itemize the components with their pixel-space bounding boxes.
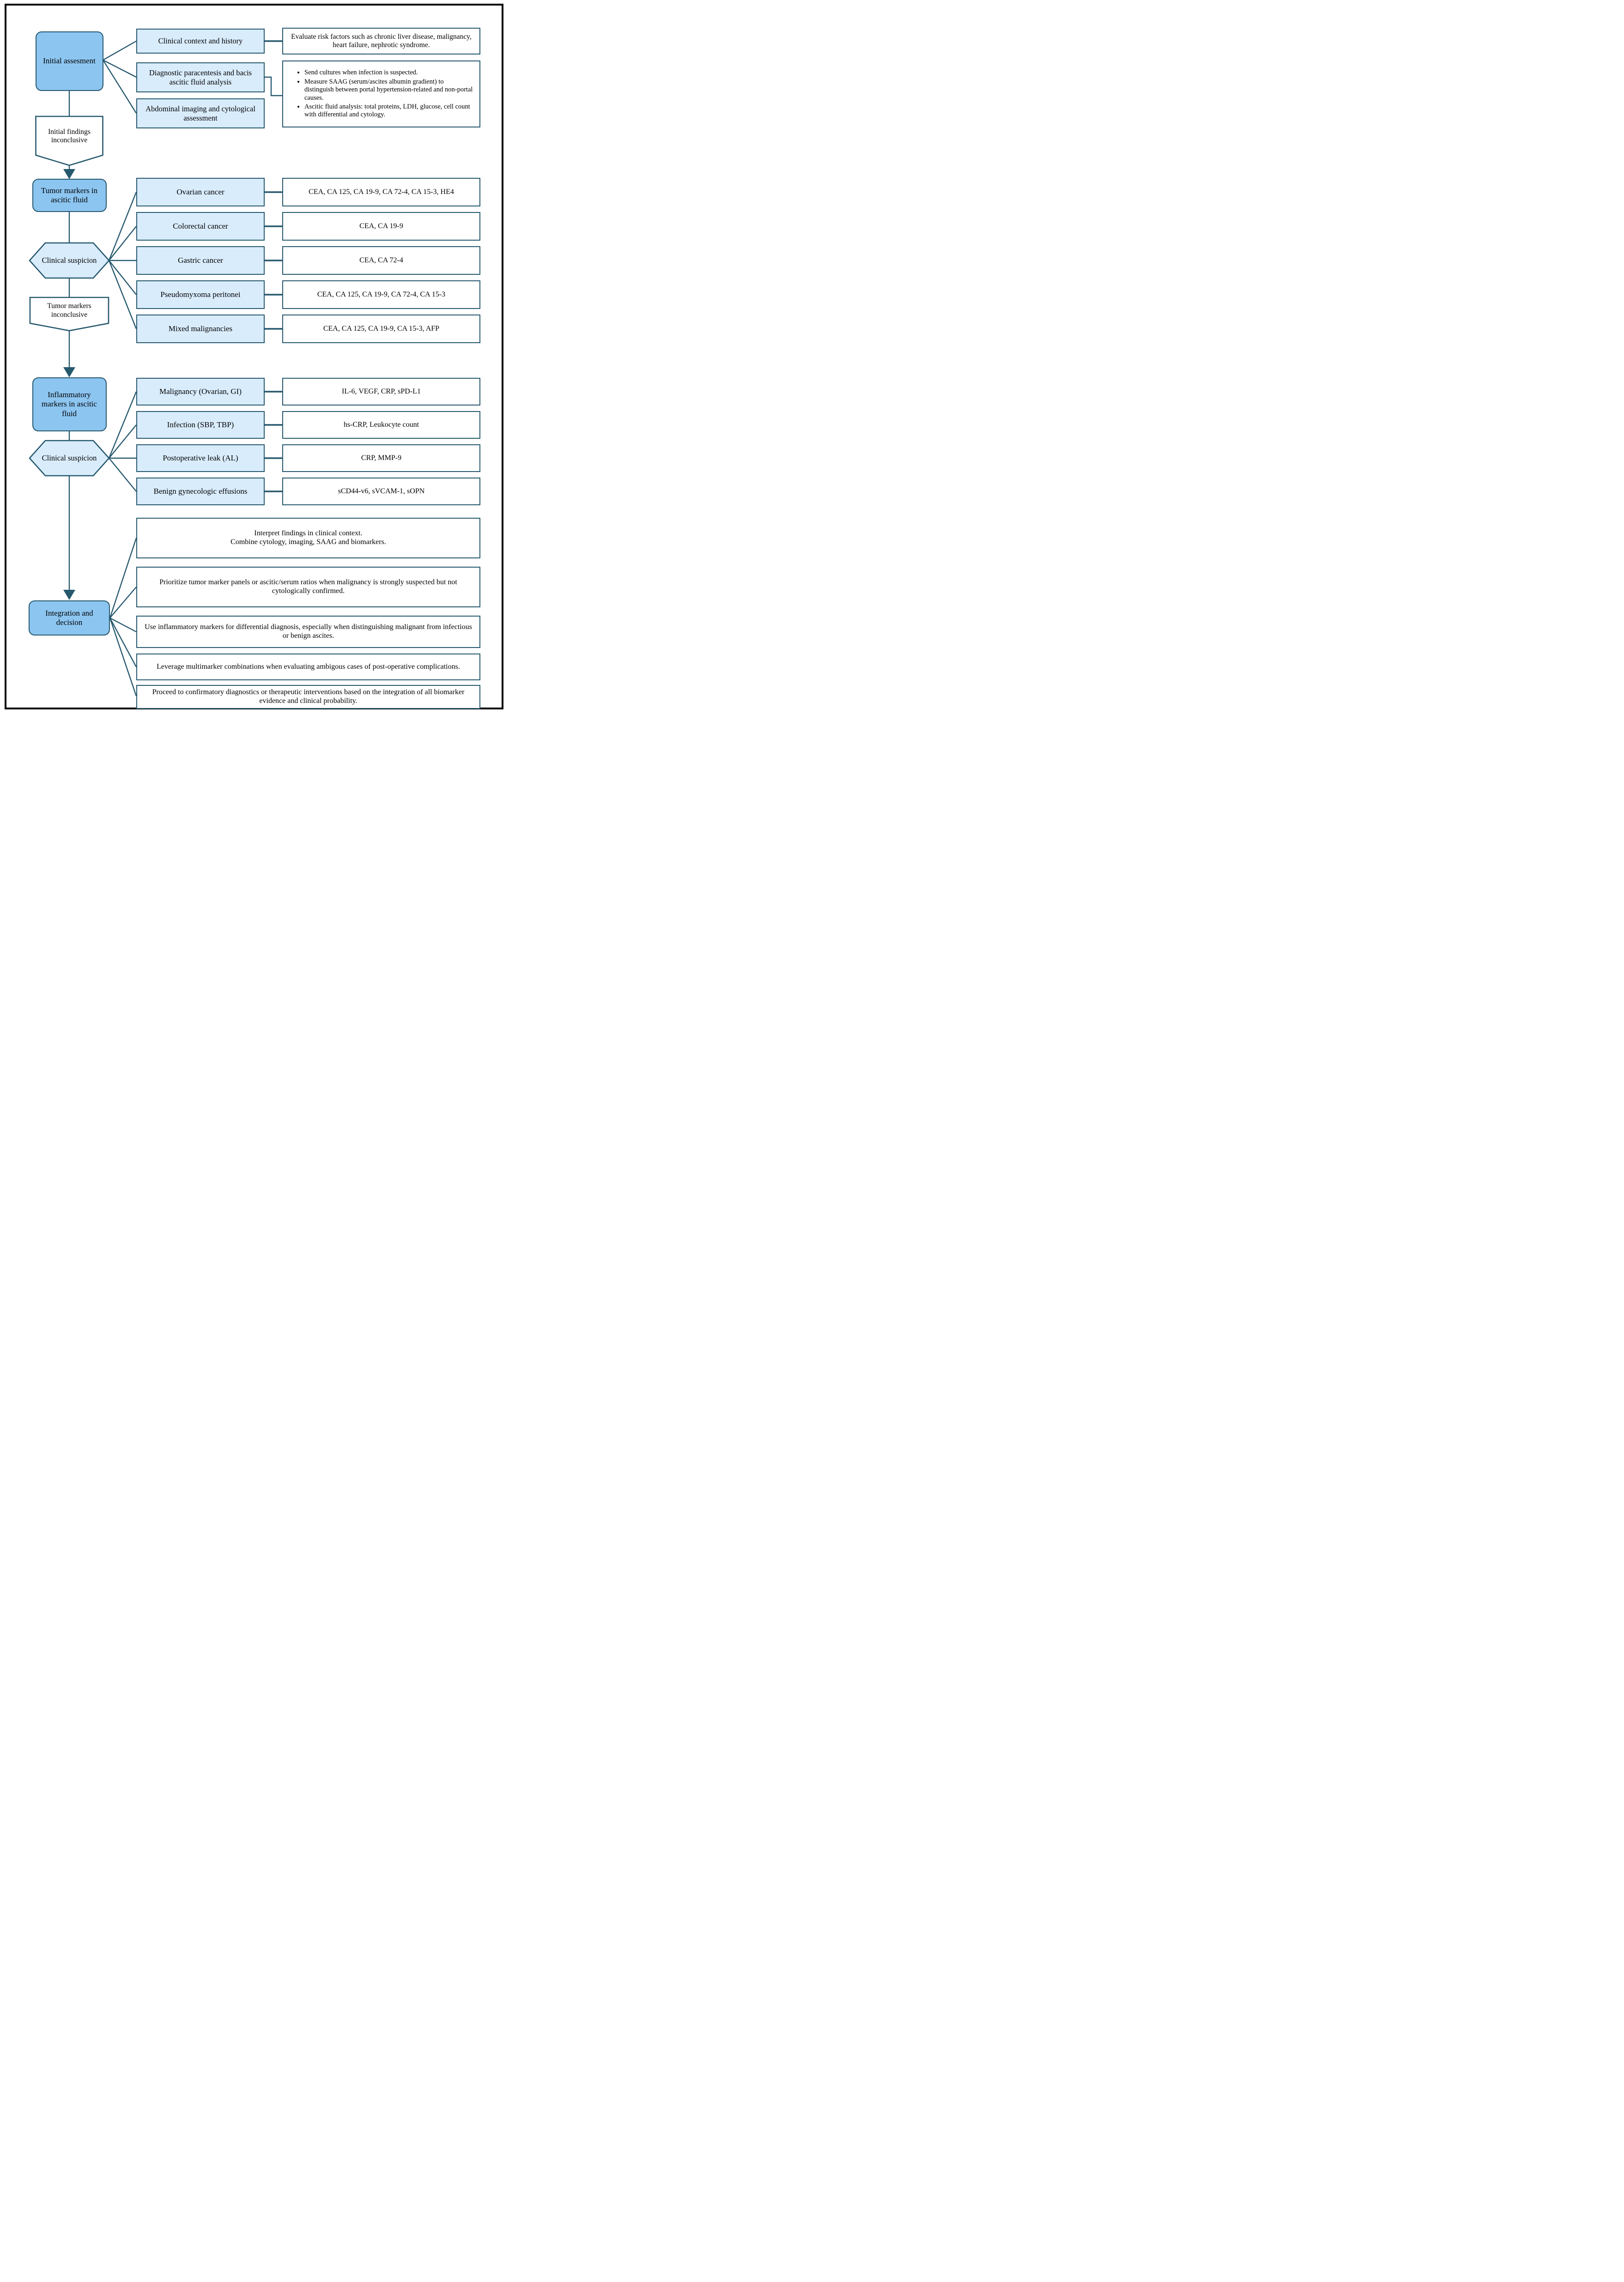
condition-label: Malignancy (Ovarian, GI) <box>159 387 242 396</box>
note-text: Evaluate risk factors such as chronic li… <box>291 33 472 49</box>
gateway-tumor-markers-inconclusive: Tumor markers inconclusive <box>30 298 109 323</box>
step-label: Clinical context and history <box>158 36 243 46</box>
condition-label: Mixed malignancies <box>168 324 233 333</box>
fan-initial-2 <box>103 59 137 78</box>
connector-layer <box>29 40 282 696</box>
arrow-down-icon <box>63 169 75 179</box>
condition-postoperative-leak: Postoperative leak (AL) <box>136 444 265 472</box>
markers-mixed-malignancies: CEA, CA 125, CA 19-9, CA 15-3, AFP <box>282 315 480 343</box>
arrow-down-icon <box>63 367 75 377</box>
fan-decision-3 <box>109 617 137 633</box>
markers-benign-gynecologic: sCD44-v6, sVCAM-1, sOPN <box>282 478 480 505</box>
gateway-label: Initial findings inconclusive <box>48 127 91 144</box>
fan-inflam-1 <box>108 391 137 459</box>
condition-malignancy: Malignancy (Ovarian, GI) <box>136 378 265 406</box>
pentagon-initial-findings <box>35 115 103 166</box>
step-label: Diagnostic paracentesis and bacis asciti… <box>149 68 252 86</box>
gateway-initial-findings-inconclusive: Initial findings inconclusive <box>36 117 103 155</box>
fan-initial-3 <box>102 60 137 114</box>
stage-label: Inflammatory markers in ascitic fluid <box>42 390 97 418</box>
marker-list: CRP, MMP-9 <box>361 454 402 462</box>
bullet-item: Measure SAAG (serum/ascites albumin grad… <box>304 78 473 102</box>
stage-inflammatory-markers: Inflammatory markers in ascitic fluid <box>32 377 107 431</box>
note-risk-factors: Evaluate risk factors such as chronic li… <box>282 28 480 54</box>
markers-ovarian-cancer: CEA, CA 125, CA 19-9, CA 72-4, CA 15-3, … <box>282 178 480 206</box>
note-fluid-analysis: Send cultures when infection is suspecte… <box>282 61 480 127</box>
bullet-list: Send cultures when infection is suspecte… <box>288 68 475 120</box>
condition-infection: Infection (SBP, TBP) <box>136 411 265 439</box>
decision-note-multimarker: Leverage multimarker combinations when e… <box>136 654 480 680</box>
gateway-clinical-suspicion-tumor: Clinical suspicion <box>30 243 109 278</box>
elbow-paracentesis-to-bullets <box>265 76 282 97</box>
fan-decision-1 <box>109 538 137 618</box>
condition-pseudomyxoma: Pseudomyxoma peritonei <box>136 280 265 309</box>
fan-tumor-1 <box>108 192 137 261</box>
fan-decision-2 <box>109 587 137 618</box>
note-text: Use inflammatory markers for differentia… <box>145 623 472 640</box>
markers-colorectal-cancer: CEA, CA 19-9 <box>282 212 480 241</box>
markers-gastric-cancer: CEA, CA 72-4 <box>282 246 480 275</box>
fan-initial-1 <box>103 40 137 61</box>
bullet-item: Ascitic fluid analysis: total proteins, … <box>304 103 473 119</box>
fan-inflam-2 <box>109 424 137 459</box>
step-abdominal-imaging: Abdominal imaging and cytological assess… <box>136 98 265 128</box>
stage-label: Tumor markers in ascitic fluid <box>41 186 98 204</box>
condition-label: Postoperative leak (AL) <box>163 454 238 463</box>
marker-list: CEA, CA 19-9 <box>359 222 403 230</box>
stage-label: Initial assesment <box>43 56 96 66</box>
decision-note-prioritize: Prioritize tumor marker panels or asciti… <box>136 567 480 607</box>
fan-inflam-4 <box>109 458 137 492</box>
decision-note-interpret: Interpret findings in clinical context. … <box>136 518 480 558</box>
condition-gastric-cancer: Gastric cancer <box>136 246 265 275</box>
marker-list: CEA, CA 125, CA 19-9, CA 72-4, CA 15-3, … <box>309 188 454 196</box>
note-text: Interpret findings in clinical context. … <box>230 529 386 546</box>
marker-list: sCD44-v6, sVCAM-1, sOPN <box>338 487 425 495</box>
condition-label: Gastric cancer <box>178 256 223 265</box>
fan-decision-5 <box>109 617 137 696</box>
condition-label: Pseudomyxoma peritonei <box>160 290 241 299</box>
step-diagnostic-paracentesis: Diagnostic paracentesis and bacis asciti… <box>136 62 265 92</box>
arrow-down-icon <box>63 590 75 600</box>
note-text: Prioritize tumor marker panels or asciti… <box>159 578 457 595</box>
gateway-label: Tumor markers inconclusive <box>47 302 91 319</box>
condition-mixed-malignancies: Mixed malignancies <box>136 315 265 343</box>
note-text: Proceed to confirmatory diagnostics or t… <box>152 688 465 705</box>
marker-list: hs-CRP, Leukocyte count <box>343 420 419 429</box>
marker-list: CEA, CA 72-4 <box>359 256 403 264</box>
condition-colorectal-cancer: Colorectal cancer <box>136 212 265 241</box>
fan-tumor-4 <box>109 260 137 295</box>
stage-tumor-markers: Tumor markers in ascitic fluid <box>32 179 107 212</box>
markers-postoperative-leak: CRP, MMP-9 <box>282 444 480 472</box>
decision-note-inflammatory: Use inflammatory markers for differentia… <box>136 616 480 648</box>
gateway-clinical-suspicion-inflammatory: Clinical suspicion <box>30 441 109 476</box>
condition-label: Ovarian cancer <box>176 188 224 197</box>
flowchart-canvas: Initial assesment Tumor markers in ascit… <box>0 0 508 714</box>
markers-malignancy: IL-6, VEGF, CRP, sPD-L1 <box>282 378 480 406</box>
condition-label: Infection (SBP, TBP) <box>167 420 234 430</box>
condition-label: Colorectal cancer <box>173 222 228 231</box>
condition-ovarian-cancer: Ovarian cancer <box>136 178 265 206</box>
markers-pseudomyxoma: CEA, CA 125, CA 19-9, CA 72-4, CA 15-3 <box>282 280 480 309</box>
step-label: Abdominal imaging and cytological assess… <box>145 104 255 122</box>
bullet-item: Send cultures when infection is suspecte… <box>304 69 473 77</box>
condition-benign-gynecologic: Benign gynecologic effusions <box>136 478 265 505</box>
stage-label: Integration and decision <box>45 608 93 627</box>
markers-infection: hs-CRP, Leukocyte count <box>282 411 480 439</box>
note-text: Leverage multimarker combinations when e… <box>157 662 460 671</box>
stage-initial-assessment: Initial assesment <box>35 31 103 91</box>
pentagon-tumor-inconclusive <box>29 297 109 332</box>
step-clinical-context: Clinical context and history <box>136 29 265 54</box>
decision-note-proceed: Proceed to confirmatory diagnostics or t… <box>136 685 480 709</box>
marker-list: IL-6, VEGF, CRP, sPD-L1 <box>342 387 421 395</box>
fan-decision-4 <box>109 617 137 667</box>
marker-list: CEA, CA 125, CA 19-9, CA 72-4, CA 15-3 <box>317 290 446 298</box>
gateway-label: Clinical suspicion <box>42 255 97 265</box>
gateway-label: Clinical suspicion <box>42 453 97 462</box>
marker-list: CEA, CA 125, CA 19-9, CA 15-3, AFP <box>323 324 440 333</box>
condition-label: Benign gynecologic effusions <box>153 487 248 496</box>
stage-integration-decision: Integration and decision <box>29 600 110 636</box>
fan-tumor-5 <box>108 260 137 329</box>
fan-tumor-2 <box>109 226 137 261</box>
